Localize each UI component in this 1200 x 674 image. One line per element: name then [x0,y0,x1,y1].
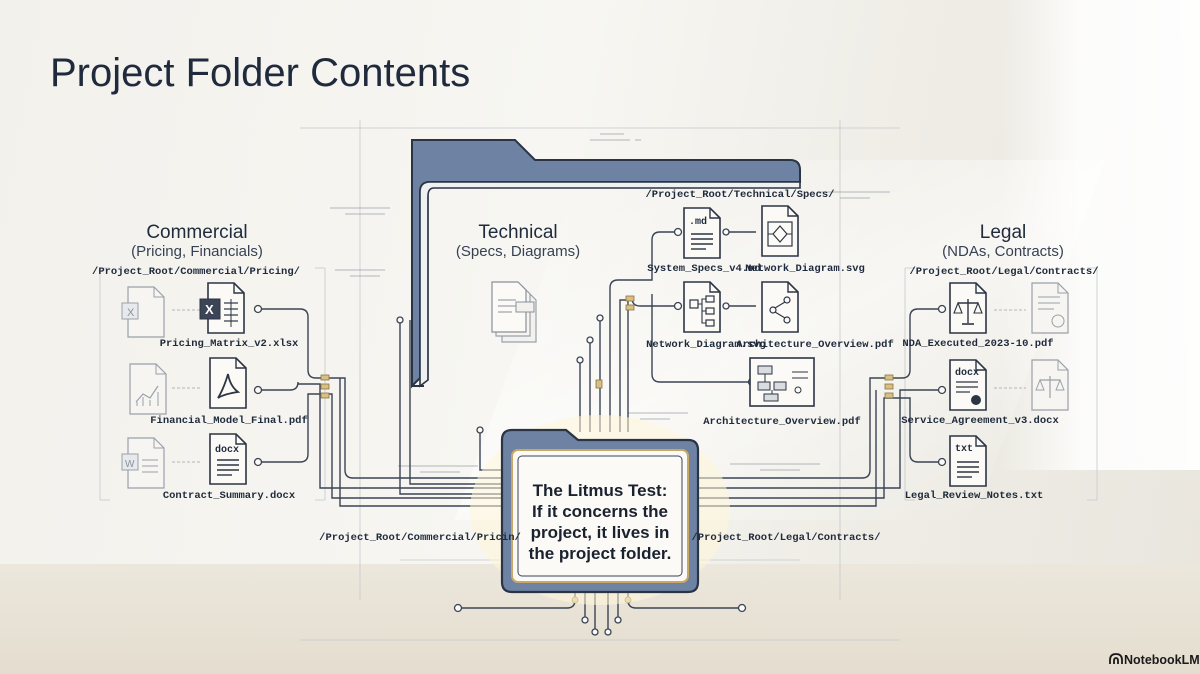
svg-text:.md: .md [689,216,707,228]
blueprint-icon [749,357,815,407]
legal-section: Legal (NDAs, Contracts) /Project_Root/Le… [901,222,1098,502]
file-label: Contract_Summary.docx [163,490,296,502]
diagram-icon [761,205,799,257]
file-label: NDA_Executed_2023-10.pdf [902,338,1053,350]
file-label: Legal_Review_Notes.txt [905,490,1044,502]
technical-path: /Project_Root/Technical/Specs/ [645,189,834,201]
svg-text:X: X [205,302,214,317]
svg-text:txt: txt [955,444,973,455]
legal-title: Legal [980,222,1027,243]
file-item[interactable]: NDA_Executed_2023-10.pdf [902,282,1069,350]
center-right-path: /Project_Root/Legal/Contracts/ [691,532,880,544]
commercial-subtitle: (Pricing, Financials) [131,243,263,260]
svg-text:W: W [125,459,135,470]
technical-subtitle: (Specs, Diagrams) [456,243,580,260]
file-label: Network_Diagram.svg [745,263,865,275]
contract-icon: docx [949,359,987,411]
excel-ghost-icon: X [121,286,165,338]
litmus-line-3: project, it lives in [531,523,670,542]
commercial-path: /Project_Root/Commercial/Pricing/ [92,266,300,278]
file-item[interactable]: Network_Diagram.svg [646,281,766,351]
file-label: Financial_Model_Final.pdf [150,415,308,427]
file-label: Pricing_Matrix_v2.xlsx [160,338,299,350]
litmus-line-1: The Litmus Test: [533,481,668,500]
docx-icon: docx [209,433,247,485]
legal-subtitle: (NDAs, Contracts) [942,243,1064,260]
markdown-icon: .md [683,207,721,259]
file-item[interactable]: W docx Contract_Summary.docx [121,433,296,502]
file-label: Architecture_Overview.pdf [703,416,861,428]
litmus-test-card: The Litmus Test: If it concerns the proj… [470,415,730,605]
file-label: System_Specs_v4.md [647,263,760,275]
technical-folder [411,139,801,389]
litmus-line-2: If it concerns the [532,502,668,521]
litmus-line-4: the project folder. [529,544,672,563]
svg-text:docx: docx [955,367,979,379]
technical-title: Technical [478,222,557,243]
txt-icon: txt [949,435,987,487]
technical-section: Technical (Specs, Diagrams) /Project_Roo… [456,189,894,428]
certificate-ghost-icon [1031,282,1069,334]
file-item[interactable]: .md System_Specs_v4.md [647,207,761,275]
file-item[interactable]: Network_Diagram.svg [745,205,865,275]
center-left-path: /Project_Root/Commercial/Pricin/ [319,532,521,544]
chart-ghost-icon [129,363,167,415]
commercial-title: Commercial [146,222,247,243]
file-label: Architecture_Overview.pdf [736,339,894,351]
architecture-icon [761,281,799,333]
document-stack-icon [491,281,537,343]
excel-icon: X [199,282,245,334]
file-label: Network_Diagram.svg [646,339,766,351]
notebooklm-icon [1109,653,1123,664]
formula-decoration [330,133,890,473]
page-title: Project Folder Contents [50,51,470,95]
file-item[interactable]: txt Legal_Review_Notes.txt [905,435,1044,502]
brand-name: NotebookLM [1124,653,1200,667]
pdf-icon [209,357,247,409]
scales-icon [949,282,987,334]
file-item[interactable]: docx Service_Agreement_v3.docx [901,359,1069,427]
legal-path: /Project_Root/Legal/Contracts/ [909,266,1098,278]
svg-text:X: X [127,307,135,319]
word-ghost-icon: W [121,437,165,489]
network-icon [683,281,721,333]
file-label: Service_Agreement_v3.docx [901,415,1059,427]
brand-logo: NotebookLM [1109,653,1200,667]
scales-ghost-icon [1031,359,1069,411]
file-item[interactable]: Architecture_Overview.pdf [703,357,861,428]
file-item[interactable]: Architecture_Overview.pdf [736,281,894,351]
file-item[interactable]: X X Pricing_Matrix_v2.xlsx [121,282,299,350]
file-item[interactable]: Financial_Model_Final.pdf [129,357,308,427]
svg-text:docx: docx [215,444,239,456]
commercial-section: Commercial (Pricing, Financials) /Projec… [92,222,308,502]
